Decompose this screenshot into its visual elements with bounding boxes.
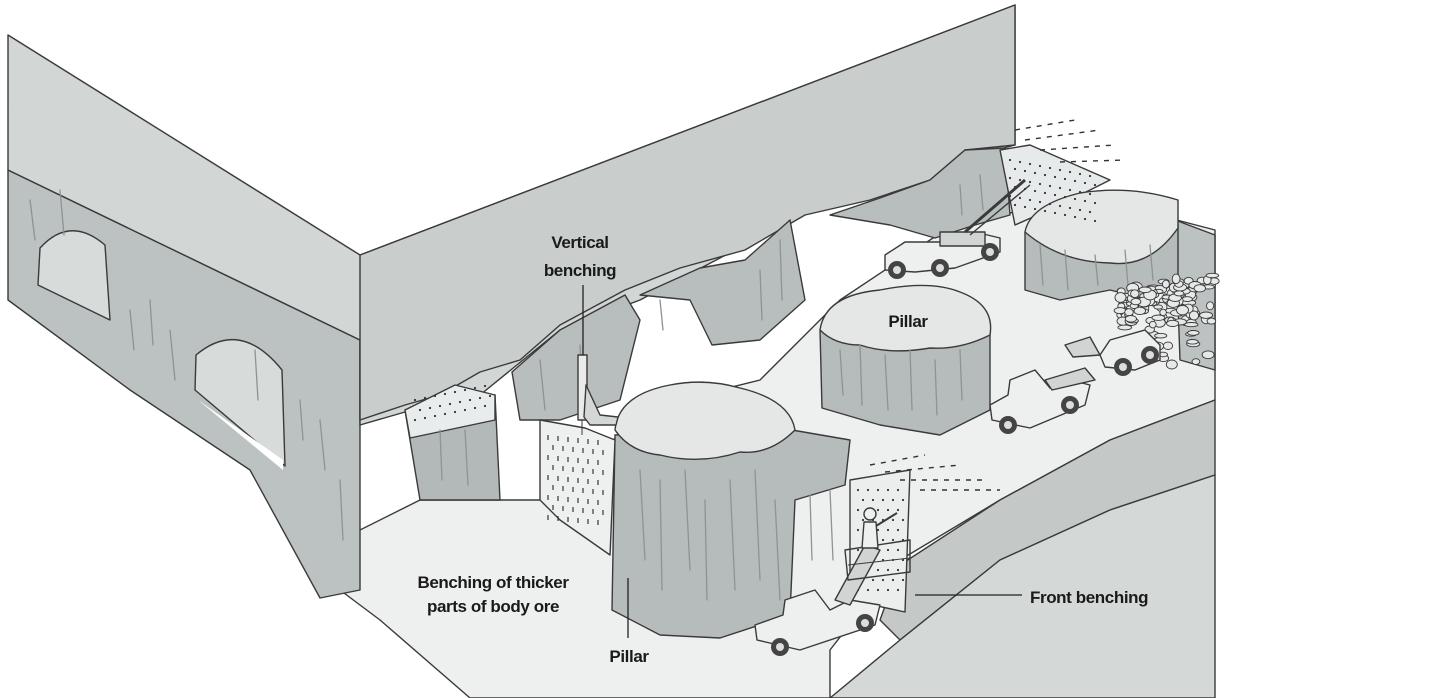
back-wall-arch-left [639,219,806,346]
pillar-front [611,381,851,639]
blast-dashes [869,119,1126,491]
loader-truck-icon [884,178,1031,279]
pillar-back-right [1024,189,1179,301]
scaling-truck-icon [754,544,881,656]
label-vertical-benching-1: Vertical [551,233,608,252]
worker-icon [861,507,898,549]
drilled-face-top-left [404,384,496,439]
back-wall-mid [511,294,641,421]
right-lower-face [829,474,1216,698]
work-platform [844,539,911,581]
label-pillar-back: Pillar [888,312,928,331]
pillar-middle [819,284,992,436]
label-benching-thicker-1: Benching of thicker [417,573,569,592]
leader-lines [582,285,1022,638]
label-pillar-front: Pillar [609,647,649,666]
scooptram-icon [1064,329,1161,376]
vertical-benching-face [539,419,616,556]
pickup-truck-icon [989,367,1096,434]
right-tunnel-opening [194,339,286,467]
left-tunnel-opening [37,230,111,321]
label-front-benching: Front benching [1030,588,1148,607]
rubble-pile [1113,272,1220,370]
label-benching-thicker-2: parts of body ore [427,597,559,616]
label-vertical-benching-2: benching [544,261,616,280]
